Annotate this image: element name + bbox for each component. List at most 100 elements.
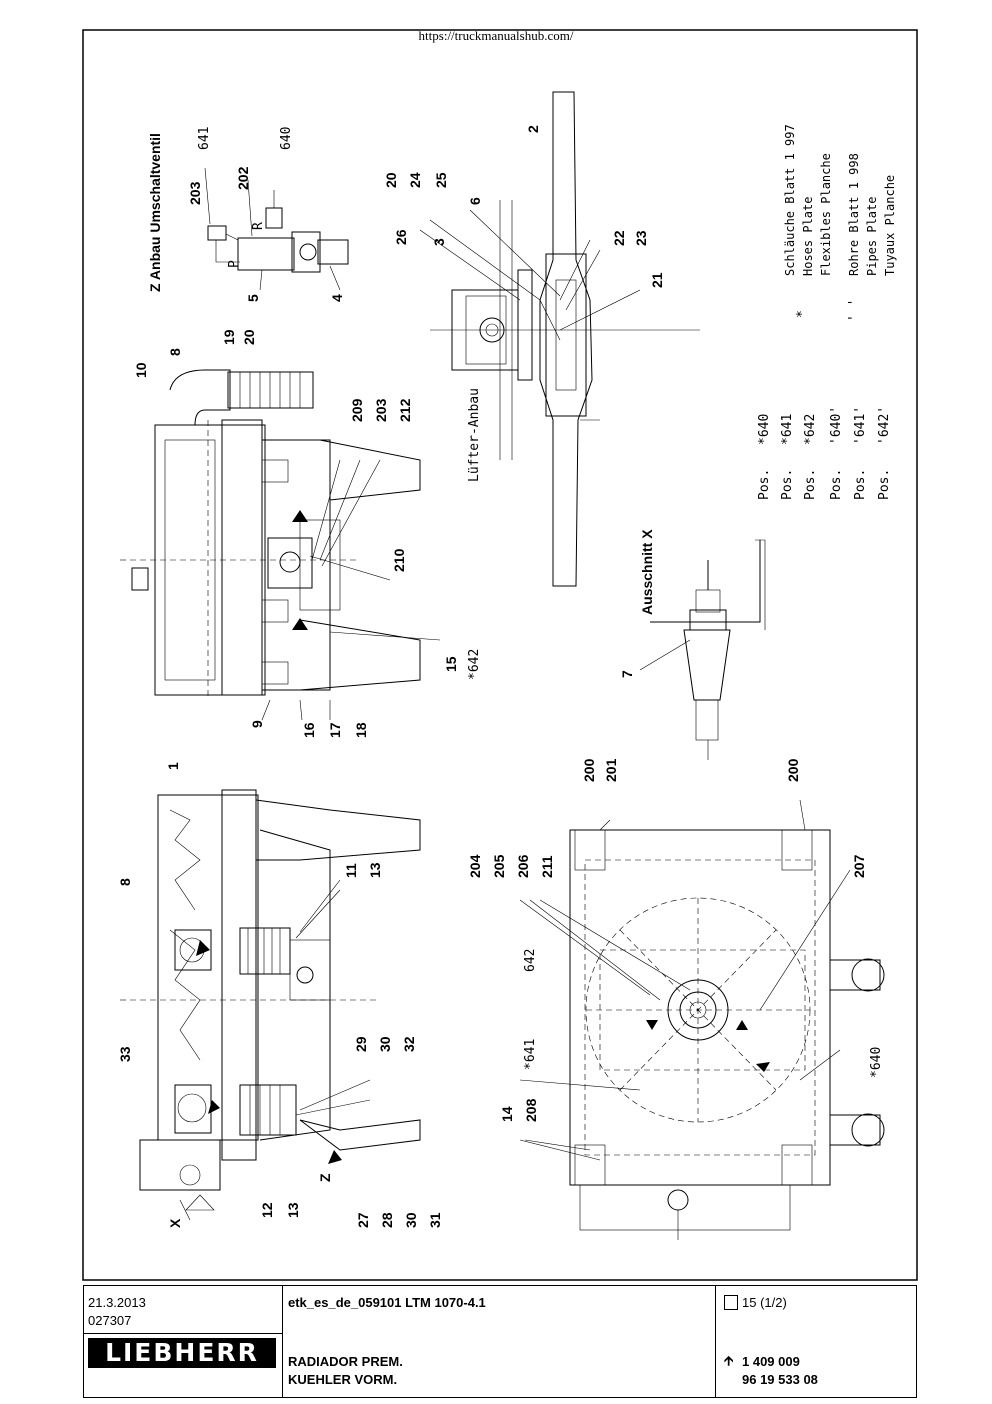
- callout-21: 21: [649, 272, 665, 288]
- callout-642-side: *642: [467, 649, 482, 680]
- callout-30-lower: 30: [403, 1212, 419, 1228]
- callout-209: 209: [349, 398, 365, 422]
- callout-33: 33: [117, 1046, 133, 1062]
- note-hoses-line1: Schläuche Blatt 1 997: [783, 124, 797, 276]
- callout-20-fan: 20: [383, 172, 399, 188]
- part-number: 1 409 009: [742, 1354, 800, 1369]
- callout-x: X: [167, 1218, 183, 1228]
- callout-8-left: 8: [117, 878, 133, 886]
- callout-200-right: 200: [785, 758, 801, 782]
- catalog-reference: etk_es_de_059101 LTM 1070-4.1: [288, 1295, 486, 1310]
- callout-12: 12: [259, 1202, 275, 1218]
- callout-31: 31: [427, 1212, 443, 1228]
- corrugated-hose-upper: [239, 927, 291, 975]
- callout-20-side: 20: [241, 329, 257, 345]
- fan-blade: [539, 91, 593, 587]
- callout-17: 17: [327, 722, 343, 738]
- corrugated-hose-lower: [239, 1084, 297, 1136]
- liebherr-logo: LIEBHERR: [88, 1338, 276, 1368]
- callout-203-side: 203: [373, 398, 389, 422]
- fan-assembly-view: [419, 91, 700, 587]
- note-hoses-line2: Hoses Plate: [801, 197, 815, 276]
- callout-202: 202: [235, 166, 251, 190]
- callout-9: 9: [249, 720, 265, 728]
- note-pipes-line1: Rohre Blatt 1 998: [847, 153, 861, 276]
- callout-1: 1: [165, 762, 181, 770]
- callout-18: 18: [353, 722, 369, 738]
- title-spanish: RADIADOR PREM.: [288, 1354, 403, 1369]
- note-pipes-line3: Tuyaux Planche: [883, 175, 897, 276]
- page-number: 15 (1/2): [742, 1295, 787, 1310]
- callout-16: 16: [301, 722, 317, 738]
- legend-row-code: '642': [877, 406, 892, 445]
- title-block-divider: [84, 1333, 282, 1334]
- callout-25: 25: [433, 172, 449, 188]
- legend-row-pos: Pos.: [780, 469, 795, 500]
- radiator-frame: [569, 829, 831, 1186]
- title-block-divider: [282, 1286, 283, 1397]
- callout-32: 32: [401, 1036, 417, 1052]
- callout-28: 28: [379, 1212, 395, 1228]
- callout-labels: Z Anbau Umschaltventil 641 640 203 202 5…: [117, 125, 884, 1228]
- callout-24: 24: [407, 172, 423, 188]
- title-block: 21.3.2013 027307 LIEBHERR etk_es_de_0591…: [83, 1285, 917, 1398]
- callout-8-side: 8: [167, 348, 183, 356]
- callout-22: 22: [611, 230, 627, 246]
- callout-4: 4: [329, 294, 345, 302]
- corrugated-hose: [227, 371, 314, 409]
- callout-640-valve: 640: [279, 127, 294, 150]
- callout-204: 204: [467, 854, 483, 878]
- callout-208: 208: [523, 1098, 539, 1122]
- legend-row-code: *640: [757, 414, 772, 445]
- callout-6: 6: [467, 197, 483, 205]
- legend-row-code: '641': [853, 406, 868, 445]
- section-x-view: [639, 539, 766, 760]
- source-url[interactable]: https://truckmanualshub.com/: [418, 28, 574, 43]
- callout-5: 5: [245, 294, 261, 302]
- legend-row-pos: Pos.: [803, 469, 818, 500]
- title-german: KUEHLER VORM.: [288, 1372, 398, 1387]
- callout-19: 19: [221, 329, 237, 345]
- callout-3: 3: [431, 238, 447, 246]
- legend-row-pos: Pos.: [757, 469, 772, 500]
- radiator-front-view: [519, 799, 885, 1240]
- note-star-mark: *: [795, 310, 810, 318]
- page-checkbox[interactable]: [724, 1295, 738, 1310]
- valve-view-title: Z Anbau Umschaltventil: [147, 133, 163, 292]
- callout-30-upper: 30: [377, 1036, 393, 1052]
- drawing-frame: [82, 29, 918, 1281]
- callout-201: 201: [603, 758, 619, 782]
- arrow-up-icon: 🡩: [724, 1354, 734, 1369]
- callout-641-valve: 641: [197, 127, 212, 150]
- fan-view-title: Lüfter-Anbau: [467, 388, 482, 482]
- section-view-title: Ausschnitt X: [639, 529, 655, 615]
- callout-11: 11: [343, 863, 359, 878]
- radiator-side-view: [120, 369, 441, 721]
- callout-13-lower: 13: [285, 1202, 301, 1218]
- callout-206: 206: [515, 854, 531, 878]
- fan-hub: [667, 979, 729, 1041]
- callout-2: 2: [525, 125, 541, 133]
- callout-15: 15: [443, 656, 459, 672]
- callout-200-top: 200: [581, 758, 597, 782]
- position-legend: Pos. *640 Pos. *641 Pos. *642 Pos. '640'…: [757, 124, 897, 500]
- note-quote-mark: ' ': [847, 299, 862, 322]
- callout-642-front: 642: [523, 949, 538, 972]
- callout-210: 210: [391, 548, 407, 572]
- callout-z: Z: [317, 1173, 333, 1182]
- callout-14: 14: [499, 1106, 515, 1122]
- title-block-divider: [715, 1286, 716, 1397]
- legend-row-code: '640': [829, 406, 844, 445]
- callout-205: 205: [491, 854, 507, 878]
- document-number: 027307: [88, 1313, 132, 1328]
- note-pipes-line2: Pipes Plate: [865, 197, 879, 276]
- note-hoses-line3: Flexibles Planche: [819, 153, 833, 276]
- legend-row-code: *642: [803, 414, 818, 445]
- callout-212: 212: [397, 398, 413, 422]
- callout-29: 29: [353, 1036, 369, 1052]
- callout-207: 207: [851, 854, 867, 878]
- callout-26: 26: [393, 229, 409, 245]
- callout-211: 211: [539, 855, 555, 878]
- legend-row-pos: Pos.: [877, 469, 892, 500]
